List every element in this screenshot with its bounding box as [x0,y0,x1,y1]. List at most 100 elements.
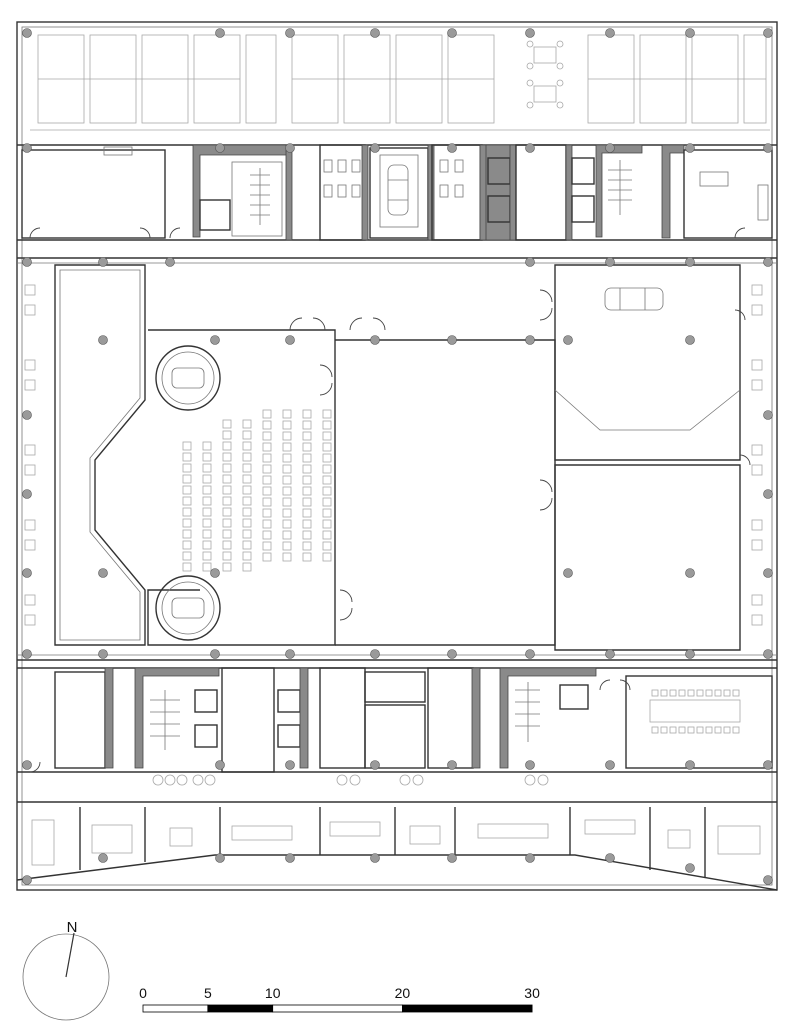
north-lobby [515,144,567,241]
column [525,28,535,38]
auditorium-seat [182,562,192,572]
column [685,760,695,770]
auditorium-seat [182,529,192,539]
auditorium-seat [262,486,272,496]
south-stair-core-west [134,667,220,769]
column [605,760,615,770]
auditorium-seat [302,530,312,540]
auditorium-seat [302,453,312,463]
column [22,489,32,499]
column [285,649,295,659]
structural-columns [22,28,773,885]
scale-bar-segment [272,1004,403,1013]
south-lobby [221,667,275,773]
auditorium-seat [222,540,232,550]
column [525,257,535,267]
workstation-clusters [37,34,767,124]
auditorium-seat [242,496,252,506]
column [22,875,32,885]
auditorium-seat [262,530,272,540]
auditorium-seat [202,463,212,473]
auditorium-seat [222,430,232,440]
car-icon-east [604,287,664,311]
auditorium-seat [282,464,292,474]
column [763,489,773,499]
column [98,335,108,345]
auditorium-seat [222,529,232,539]
conference-chair [732,689,740,697]
auditorium-seat [202,507,212,517]
conference-chair [705,726,713,734]
turntable-north [155,345,221,411]
column [285,853,295,863]
column [447,853,457,863]
door-swings [29,227,751,773]
column [685,568,695,578]
auditorium-seat [262,497,272,507]
scale-bar-label: 30 [524,985,540,1001]
auditorium-seat [302,431,312,441]
auditorium-seat [302,420,312,430]
conference-chair [651,689,659,697]
auditorium-seat [242,551,252,561]
auditorium-seat [302,552,312,562]
auditorium-seat [282,486,292,496]
auditorium-seat [322,431,332,441]
column [285,760,295,770]
lounge-chairs-south [152,774,549,786]
auditorium-seat [242,540,252,550]
column [525,143,535,153]
south-east-meeting-room [625,675,773,769]
column [285,28,295,38]
auditorium-seat [182,507,192,517]
south-toilets-west [319,667,366,769]
north-stair-core-west [192,144,289,238]
column [525,853,535,863]
column [685,649,695,659]
auditorium-seat [182,496,192,506]
perimeter-seating-east [751,284,763,626]
column [22,143,32,153]
column [370,143,380,153]
conference-chair [660,726,668,734]
auditorium-seat [322,486,332,496]
conference-table [649,699,741,723]
auditorium-seat [222,463,232,473]
column [447,335,457,345]
auditorium-outline [147,329,336,646]
auditorium-seat [242,562,252,572]
auditorium-seat [282,552,292,562]
scale-bar-segment [401,1004,533,1013]
auditorium-seat [302,519,312,529]
west-foyer-outline [54,264,146,646]
auditorium-seat [322,552,332,562]
auditorium-seat [182,441,192,451]
auditorium-seat [282,497,292,507]
perimeter-seating-west [24,284,36,626]
column [98,568,108,578]
auditorium-seat [182,474,192,484]
south-office-strip [16,801,778,891]
conference-chair [651,726,659,734]
auditorium-seat [282,475,292,485]
column [210,649,220,659]
auditorium-seat [282,420,292,430]
auditorium-seat [242,485,252,495]
column [763,143,773,153]
column [447,143,457,153]
auditorium-seat [282,541,292,551]
north-east-showroom [554,264,741,461]
auditorium-seat [282,519,292,529]
column [685,335,695,345]
south-toilets-east [427,667,474,769]
auditorium-seat [302,508,312,518]
auditorium-seat [302,486,312,496]
column [763,875,773,885]
north-toilets-east [431,144,483,241]
auditorium-seat [222,496,232,506]
column [285,143,295,153]
auditorium-seat [222,507,232,517]
auditorium-seat [202,540,212,550]
column [370,760,380,770]
north-stair-core-east [595,144,643,238]
